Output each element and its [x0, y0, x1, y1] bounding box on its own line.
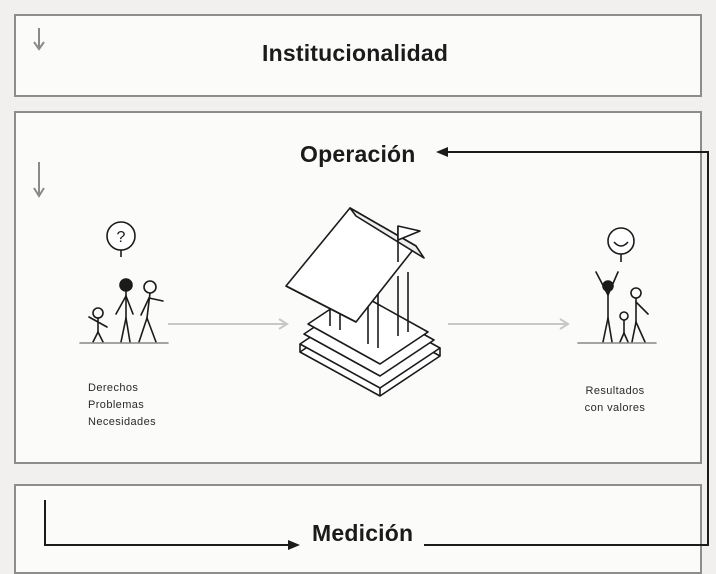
measurement-arrow: [44, 500, 290, 546]
needs-label: Derechos Problemas Necesidades: [88, 380, 156, 431]
smiley-bubble-icon: [607, 227, 635, 262]
happy-people-icon: [577, 271, 657, 344]
flow-arrow-right: [448, 318, 570, 330]
flow-arrow-left: [168, 318, 289, 330]
needs-label-line: Necesidades: [88, 416, 156, 428]
operacion-title: Operación: [300, 141, 416, 167]
people-group-icon: [79, 278, 169, 344]
institution-building-icon: [285, 207, 441, 397]
arrowhead-icon: [288, 540, 300, 550]
institucionalidad-title: Institucionalidad: [262, 40, 449, 66]
down-arrow-icon: [33, 162, 45, 198]
results-label-line: con valores: [584, 402, 646, 414]
medicion-title: Medición: [312, 520, 414, 546]
institucionalidad-panel: [14, 14, 702, 97]
feedback-loop-arrow: [424, 151, 709, 546]
question-mark: ?: [117, 229, 126, 246]
question-bubble-icon: [106, 221, 136, 257]
arrowhead-icon: [436, 147, 448, 157]
needs-label-line: Problemas: [88, 399, 145, 411]
needs-label-line: Derechos: [88, 382, 139, 394]
results-label-line: Resultados: [585, 385, 645, 397]
results-label: Resultados con valores: [582, 383, 648, 417]
down-arrow-icon: [33, 28, 45, 51]
